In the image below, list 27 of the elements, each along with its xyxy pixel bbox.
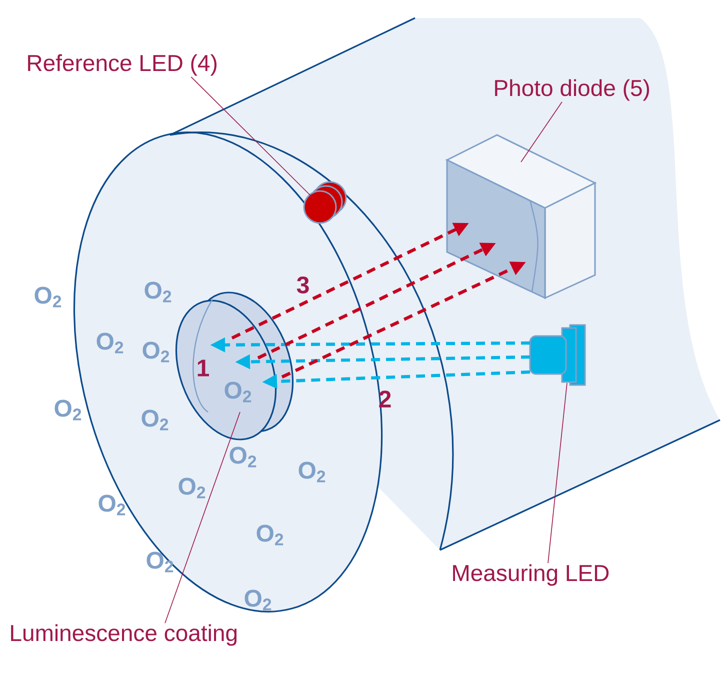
oxygen-label: O$_{2}$ xyxy=(98,494,126,516)
oxygen-label: O$_{2}$ xyxy=(142,342,170,362)
oxygen-label: O$_{2}$ xyxy=(224,382,252,402)
oxygen-label: O$_{2}$ xyxy=(34,286,62,308)
leader-line xyxy=(164,412,240,624)
oxygen-label: O$_{2}$ xyxy=(146,552,174,572)
oxygen-label: O$_{2}$ xyxy=(54,400,82,420)
callout-text: Luminescence coating xyxy=(11,624,237,646)
callout-text: Measuring LED xyxy=(453,564,609,586)
oxygen-label: O$_{2}$ xyxy=(144,282,172,302)
callout-text: Reference LED (4) xyxy=(28,54,216,76)
led-drawing xyxy=(303,181,347,224)
leader-line xyxy=(520,102,562,162)
oxygen-label: O$_{2}$ xyxy=(244,590,272,610)
callout-text: Photo diode (5) xyxy=(495,79,650,101)
oxygen-label: O$_{2}$ xyxy=(298,462,326,482)
coating-disk-drawing xyxy=(175,292,294,440)
oxygen-label: O$_{2}$ xyxy=(178,478,206,498)
oxygen-label: O$_{2}$ xyxy=(96,332,124,354)
led-drawing xyxy=(529,324,586,386)
oxygen-label: O$_{2}$ xyxy=(142,410,168,430)
leader-line xyxy=(548,382,568,564)
leader-line xyxy=(190,76,314,200)
step-number: 1 xyxy=(198,360,209,376)
oxygen-label: O$_{2}$ xyxy=(230,446,256,468)
oxygen-label: O$_{2}$ xyxy=(256,524,284,546)
step-number: 3 xyxy=(296,276,309,294)
